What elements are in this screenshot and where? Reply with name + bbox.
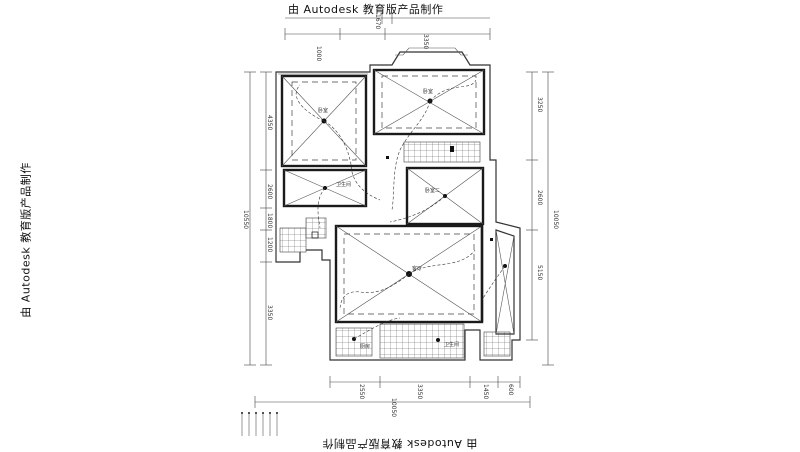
right-dimension-line: 10050 3250 2600 5150 — [526, 71, 559, 366]
room-living: 客厅 — [334, 224, 484, 324]
room-bedroom-1: 卧室 — [280, 74, 368, 168]
dim-right-1: 3250 — [536, 97, 543, 112]
room-label-4: 卧室二 — [425, 187, 440, 194]
dim-left-3: 1800 — [266, 213, 273, 228]
dim-left-1: 4350 — [266, 115, 273, 130]
dim-bottom-2: 3350 — [416, 384, 423, 399]
dim-bottom-4: 600 — [507, 384, 514, 396]
dim-right-2: 2600 — [536, 190, 543, 205]
switch-icon — [386, 156, 389, 159]
dim-top-1: 1000 — [315, 46, 322, 61]
dim-right-outer: 10050 — [552, 210, 559, 229]
dim-bottom-3: 1450 — [482, 384, 489, 399]
left-dimension-line: 10550 4350 2600 1800 1200 3350 — [242, 71, 273, 366]
bottom-dimension-line: 2550 3350 1450 600 10050 — [254, 376, 531, 417]
dim-bottom-total: 10050 — [390, 398, 397, 417]
electrical-wiring — [295, 79, 506, 340]
dim-left-2: 2600 — [266, 184, 273, 199]
dim-right-3: 5150 — [536, 265, 543, 280]
room-label-1: 卧室 — [318, 107, 328, 114]
dim-left-5: 3350 — [266, 305, 273, 320]
dim-top-3: 3350 — [422, 34, 429, 49]
room-label-2: 卧室 — [423, 88, 433, 95]
dim-left-outer: 10550 — [242, 210, 249, 229]
switch-icon — [490, 238, 493, 241]
dim-top-2: 1670 — [374, 14, 381, 29]
watermark-top: 由 Autodesk 教育版产品制作 — [288, 3, 444, 16]
dim-bottom-1: 2550 — [358, 384, 365, 399]
outer-walls — [275, 47, 521, 361]
room-balcony — [495, 229, 515, 335]
ceiling-light-icon — [436, 338, 440, 342]
top-dimension-line: 1000 1670 3350 — [284, 12, 491, 61]
room-bedroom-2: 卧室 — [372, 68, 486, 136]
switch-markers — [311, 146, 493, 241]
room-label-7: 卫生间 — [444, 341, 459, 348]
outlet-icon — [311, 231, 319, 239]
room-label-5: 客厅 — [412, 265, 422, 272]
legend-symbols — [241, 412, 278, 436]
switch-icon — [450, 146, 454, 152]
dim-left-4: 1200 — [266, 237, 273, 252]
room-label-6: 厨房 — [360, 343, 370, 350]
tiled-floor-areas — [279, 141, 511, 359]
room-label-3: 卫生间 — [336, 181, 351, 188]
